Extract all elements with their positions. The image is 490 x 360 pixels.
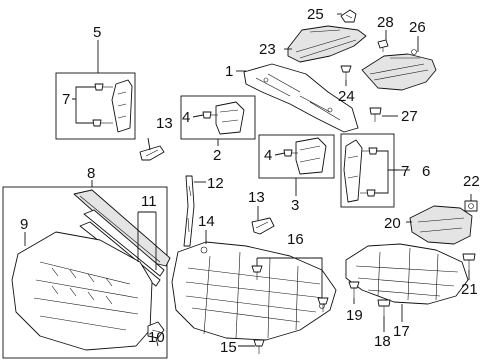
part-6-bracket-assembly bbox=[343, 139, 378, 203]
callout-6: 6 bbox=[422, 163, 430, 180]
part-20-side-panel bbox=[409, 205, 473, 245]
group-box-8 bbox=[2, 186, 168, 359]
callout-18: 18 bbox=[374, 333, 391, 350]
callout-labels: 1 2 3 4 4 5 6 7 7 8 9 10 11 12 13 13 14 … bbox=[20, 6, 480, 356]
callout-27: 27 bbox=[401, 108, 418, 125]
part-1-upper-shield bbox=[243, 63, 359, 133]
callout-21: 21 bbox=[461, 281, 478, 298]
callout-17: 17 bbox=[393, 323, 410, 340]
callout-4-group-2: 4 bbox=[182, 109, 190, 126]
group-box-6 bbox=[340, 133, 395, 208]
part-21-bolt bbox=[462, 253, 476, 270]
part-3-bracket-assembly bbox=[283, 137, 327, 175]
callout-28: 28 bbox=[377, 14, 394, 31]
callout-7-group-6: 7 bbox=[401, 163, 409, 180]
callout-3: 3 bbox=[291, 197, 299, 214]
leader-lines bbox=[24, 13, 472, 347]
callout-1: 1 bbox=[225, 63, 233, 80]
callout-5: 5 bbox=[93, 24, 101, 41]
part-28-pushpin bbox=[377, 39, 389, 52]
callout-13-left: 13 bbox=[156, 115, 173, 132]
callout-23: 23 bbox=[259, 41, 276, 58]
callout-14: 14 bbox=[198, 213, 215, 230]
callout-25: 25 bbox=[307, 6, 324, 23]
part-16-pushpins bbox=[251, 265, 329, 312]
callout-11: 11 bbox=[141, 193, 157, 210]
callout-13-center: 13 bbox=[248, 189, 265, 206]
part-25-clip bbox=[340, 9, 357, 23]
callout-22: 22 bbox=[463, 173, 480, 190]
part-15-pushpin bbox=[253, 339, 265, 354]
callout-7-group-5: 7 bbox=[62, 91, 70, 108]
part-5-bracket-assembly bbox=[92, 79, 133, 133]
group-box-5 bbox=[55, 72, 136, 140]
part-13-bracket-center bbox=[251, 217, 275, 235]
callout-9: 9 bbox=[20, 216, 28, 233]
group-box-3 bbox=[258, 134, 335, 179]
part-8-shield-assembly bbox=[11, 189, 171, 351]
part-23-tray bbox=[287, 25, 367, 63]
callout-24: 24 bbox=[338, 88, 355, 105]
callout-20: 20 bbox=[384, 215, 401, 232]
part-13-bracket-left bbox=[139, 145, 165, 161]
callout-8: 8 bbox=[87, 165, 95, 182]
part-14-lower-shield bbox=[171, 241, 337, 341]
callout-15: 15 bbox=[220, 339, 237, 356]
callout-10: 10 bbox=[148, 329, 165, 346]
part-12-strap bbox=[183, 175, 195, 247]
callout-19: 19 bbox=[346, 307, 363, 324]
part-19-pushpin bbox=[348, 281, 360, 298]
callout-2: 2 bbox=[213, 147, 221, 164]
part-27-pushpin bbox=[369, 107, 382, 122]
callout-16: 16 bbox=[287, 231, 304, 248]
part-2-bracket-assembly bbox=[202, 101, 245, 135]
callout-4-group-3: 4 bbox=[264, 147, 272, 164]
callout-26: 26 bbox=[409, 19, 426, 36]
part-24-pushpin bbox=[340, 65, 352, 80]
part-22-nut bbox=[464, 200, 478, 212]
part-17-lower-shield-right bbox=[345, 243, 469, 305]
part-18-bolt bbox=[377, 299, 391, 316]
callout-12: 12 bbox=[207, 175, 224, 192]
part-26-skid-panel bbox=[361, 49, 437, 91]
